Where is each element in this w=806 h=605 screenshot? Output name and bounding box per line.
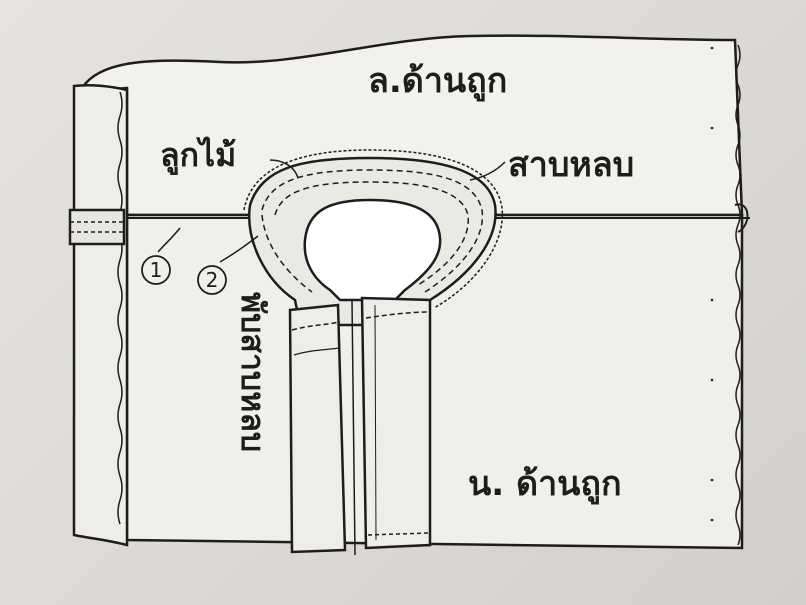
slit-left-stitch <box>291 321 341 331</box>
slit-gap <box>351 299 356 556</box>
marker-1-circle <box>141 255 171 285</box>
keyhole-facing-left-stitch <box>261 214 313 293</box>
keyhole-facing-stitch-1 <box>261 169 484 293</box>
slit-right-inner-line <box>374 304 377 541</box>
right-edge-wavy <box>735 44 741 546</box>
left-placket-inner-edge <box>117 91 123 525</box>
label-upper-right-side: ล.ด้านถูก <box>368 61 507 102</box>
marker-2-circle <box>197 265 227 295</box>
marker-2-label: 2 <box>206 268 219 292</box>
label-facing: สาบหลบ <box>508 145 634 185</box>
label-lower-right-side: น. ด้านถูก <box>468 464 622 505</box>
marker-1-label: 1 <box>150 258 163 282</box>
slit-right-bottom-stitch <box>367 532 429 536</box>
keyhole-facing-overlock <box>243 149 504 309</box>
slit-right-stitch <box>365 311 431 319</box>
slit-right-facing <box>360 296 432 550</box>
slit-left-facing <box>288 303 347 554</box>
leader-line-loop <box>269 159 299 179</box>
placket-loop-band <box>68 208 126 246</box>
left-placket-strip <box>72 83 129 547</box>
upper-fabric-panel <box>77 34 744 217</box>
leader-line-marker-2 <box>219 235 259 263</box>
keyhole-opening <box>303 198 442 302</box>
leader-line-facing <box>469 161 506 181</box>
label-fold-facing: พับสาบหลบ <box>234 292 272 452</box>
leader-line-marker-1 <box>157 227 181 253</box>
label-loop: ลูกไม้ <box>160 136 236 176</box>
slit-left-stitch-2 <box>293 347 341 356</box>
keyhole-facing-stitch-2 <box>274 181 469 286</box>
right-edge-stitches <box>710 46 714 522</box>
